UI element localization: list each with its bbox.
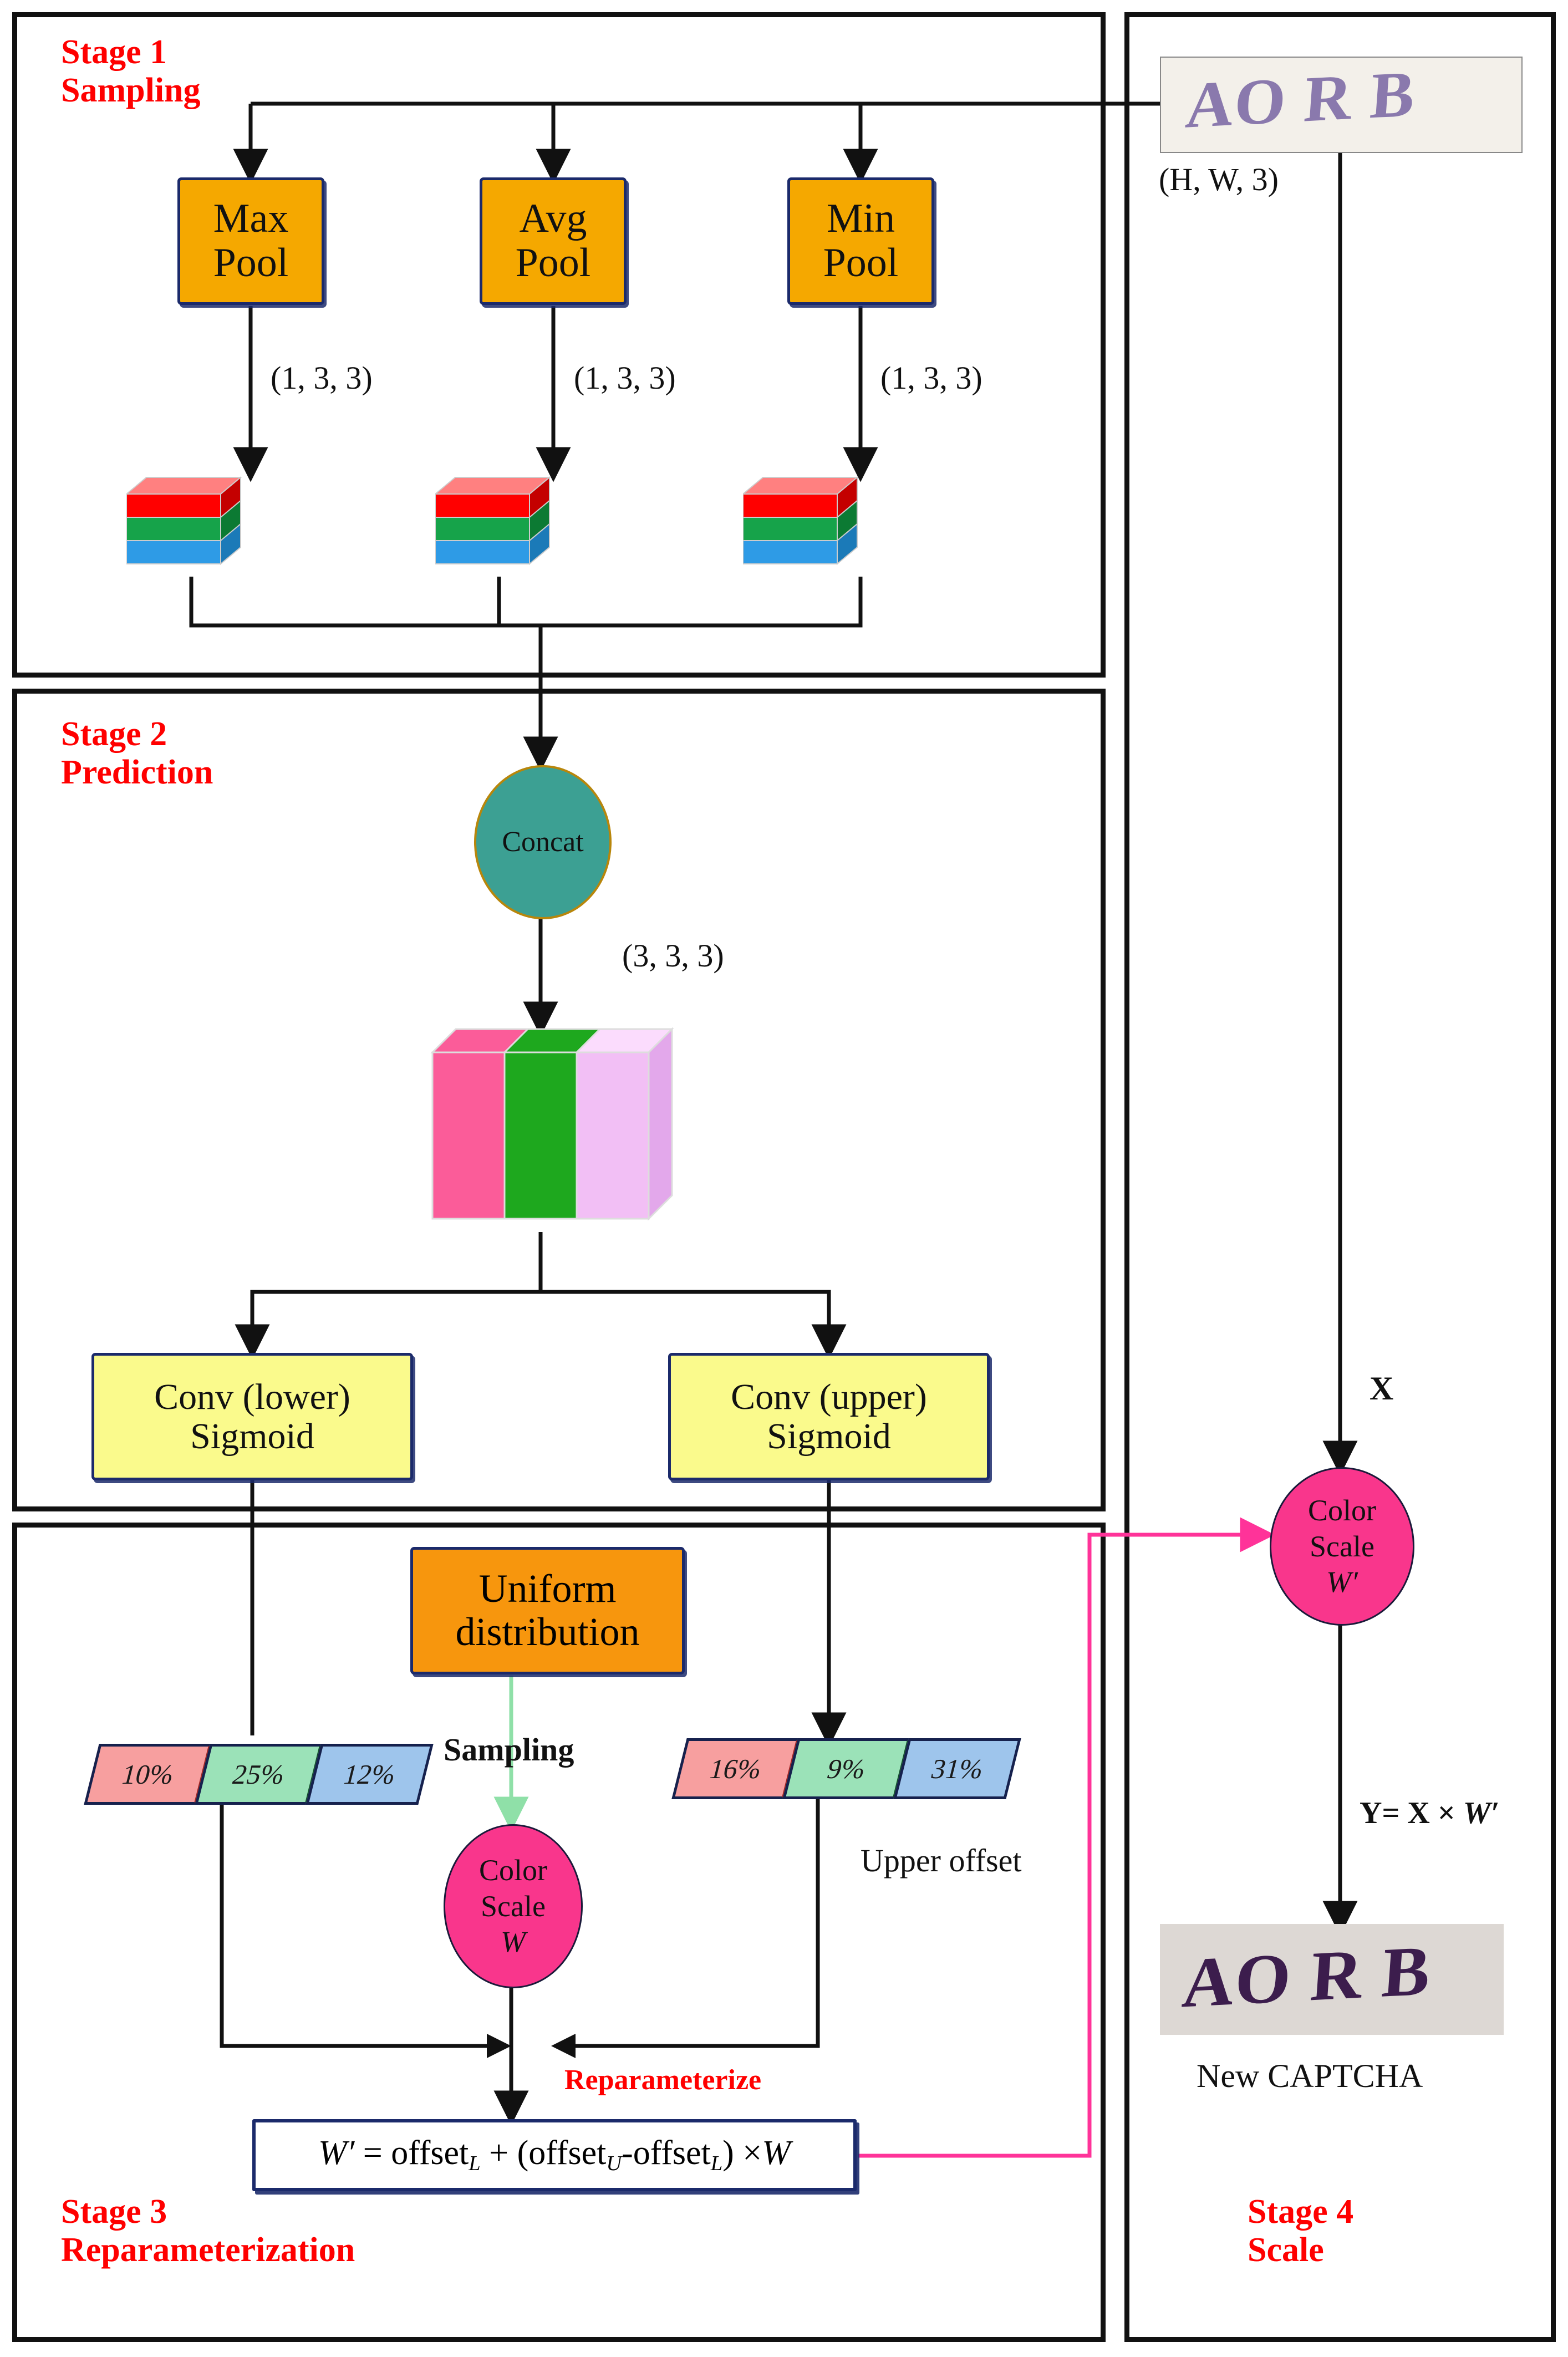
avg-pool-line1: Avg (519, 196, 587, 242)
avg-pool-line2: Pool (515, 240, 591, 286)
concat-label: Concat (502, 826, 584, 858)
input-captcha-image: AO R B (1160, 57, 1523, 153)
max-pool-line1: Max (213, 196, 289, 242)
stage-1-panel (12, 12, 1106, 678)
min-pool-line1: Min (826, 196, 895, 242)
output-captcha-text: AO R B (1179, 1931, 1434, 2023)
stage-1-label: Stage 1 Sampling (61, 33, 201, 110)
conv-upper-line1: Conv (upper) (731, 1376, 927, 1417)
sampling-label: Sampling (444, 1732, 574, 1768)
max-pool-line2: Pool (213, 240, 289, 286)
color-scale-w-line3: W (501, 1925, 526, 1959)
lower-offset-cell-1: 25% (195, 1744, 323, 1805)
concat-tensor-cube (430, 1027, 674, 1221)
upper-offset-cell-0: 16% (671, 1738, 800, 1799)
color-scale-wp-line1: Color (1307, 1493, 1376, 1527)
upper-offset-cell-1: 9% (782, 1738, 910, 1799)
conv-upper-node[interactable]: Conv (upper) Sigmoid (668, 1353, 990, 1480)
concat-out-shape: (3, 3, 3) (622, 938, 724, 974)
max-pool-node[interactable]: Max Pool (177, 177, 324, 305)
input-shape-label: (H, W, 3) (1159, 161, 1279, 197)
stage-3-label: Stage 3 Reparameterization (61, 2193, 355, 2269)
lower-offset-cell-0: 10% (84, 1744, 212, 1805)
upper-offset-bar[interactable]: 16% 9% 31% (671, 1738, 1021, 1799)
color-scale-w-prime-node[interactable]: Color Scale W′ (1270, 1467, 1414, 1626)
uniform-distribution-node[interactable]: Uniform distribution (410, 1547, 685, 1674)
output-captcha-image: AO R B (1160, 1924, 1504, 2035)
stage-4-label: Stage 4 Scale (1248, 2193, 1354, 2269)
color-scale-wp-line2: Scale (1310, 1529, 1374, 1563)
min-pool-line2: Pool (823, 240, 899, 286)
color-scale-wp-line3: W′ (1326, 1565, 1358, 1599)
reparameterize-label: Reparameterize (564, 2064, 762, 2096)
min-pool-node[interactable]: Min Pool (787, 177, 934, 305)
lower-offset-cell-2: 12% (306, 1744, 434, 1805)
rgb-tensor-stack-1 (126, 476, 242, 566)
conv-lower-node[interactable]: Conv (lower) Sigmoid (91, 1353, 413, 1480)
lower-offset-bar[interactable]: 10% 25% 12% (84, 1744, 434, 1805)
color-scale-w-line2: Scale (481, 1889, 546, 1923)
color-scale-w-line1: Color (478, 1853, 547, 1887)
pool-out-shape-1: (1, 3, 3) (271, 360, 373, 396)
uniform-line1: Uniform (478, 1566, 617, 1611)
conv-upper-line2: Sigmoid (767, 1416, 891, 1457)
upper-offset-cell-2: 31% (893, 1738, 1021, 1799)
avg-pool-node[interactable]: Avg Pool (480, 177, 627, 305)
conv-lower-line2: Sigmoid (190, 1416, 314, 1457)
upper-offset-caption: Upper offset (861, 1842, 1022, 1879)
x-tensor-label: X (1370, 1370, 1394, 1407)
pool-out-shape-2: (1, 3, 3) (574, 360, 676, 396)
input-captcha-text: AO R B (1183, 57, 1418, 142)
concat-node[interactable]: Concat (474, 765, 612, 919)
new-captcha-label: New CAPTCHA (1197, 2058, 1423, 2094)
rgb-tensor-stack-2 (435, 476, 551, 566)
pool-out-shape-3: (1, 3, 3) (880, 360, 982, 396)
conv-lower-line1: Conv (lower) (154, 1376, 350, 1417)
uniform-line2: distribution (455, 1610, 640, 1654)
reparameterize-formula-box: W′ = offsetL + (offsetU-offsetL) ×W (252, 2119, 857, 2191)
y-formula-label: Y= X × W′ (1360, 1796, 1500, 1830)
rgb-tensor-stack-3 (743, 476, 859, 566)
stage-2-label: Stage 2 Prediction (61, 715, 213, 792)
reparameterize-formula-text: W′ = offsetL + (offsetU-offsetL) ×W (318, 2134, 791, 2176)
color-scale-w-node[interactable]: Color Scale W (444, 1824, 583, 1988)
